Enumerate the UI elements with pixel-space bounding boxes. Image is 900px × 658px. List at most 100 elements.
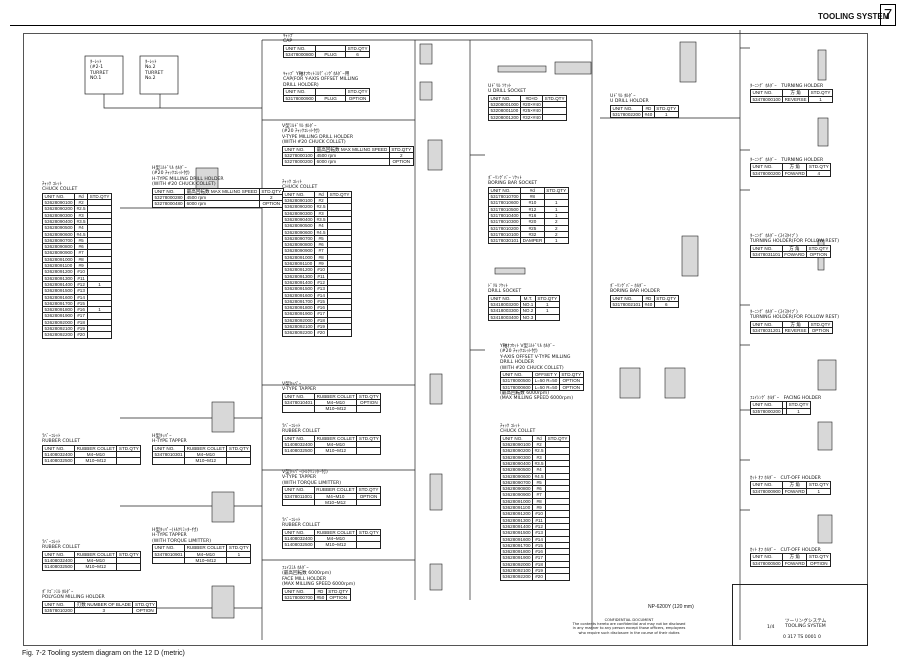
table-cell: 53178010100 bbox=[487, 230, 522, 239]
table-row: 53628091200#10 bbox=[281, 266, 352, 274]
table-cell bbox=[327, 316, 352, 325]
table-row: 53208001200#32×#40 bbox=[487, 113, 568, 122]
table-cell: 53478010901 bbox=[151, 550, 186, 558]
v-milling-label: V型ﾐﾙﾄﾞﾘﾙ ﾎﾙﾀﾞｰ (#20 ﾁｬｯｸｺﾚｯﾄ付) V-TYPE MI… bbox=[282, 124, 354, 146]
column-header: RUBBER COLLET bbox=[314, 392, 358, 401]
column-header: RUBBER COLLET bbox=[74, 550, 118, 559]
boring-holder-label: ﾎﾞｰﾘﾝｸﾞﾊﾞｰ ﾎﾙﾀﾞｰ BORING BAR HOLDER bbox=[610, 284, 660, 295]
table-cell: 1 bbox=[808, 95, 833, 104]
table-row: 53628091700#15 bbox=[499, 541, 570, 550]
table-cell bbox=[545, 478, 570, 487]
table-cell: M4~M10 bbox=[184, 550, 228, 558]
table-cell: #25×#40 bbox=[520, 107, 544, 115]
table-cell: 53628090800 bbox=[41, 243, 76, 251]
column-header: STD.QTY bbox=[545, 434, 570, 443]
table-cell: 53628092000 bbox=[499, 560, 534, 569]
table-cell: 1 bbox=[534, 301, 560, 309]
table-cell: 53628090700 bbox=[41, 236, 76, 245]
table-cell bbox=[545, 472, 570, 480]
table-cell: M4~M10 bbox=[313, 492, 358, 500]
table-cell bbox=[545, 441, 570, 449]
table-cell: 53178030101 bbox=[487, 237, 522, 245]
table-cell bbox=[87, 325, 112, 333]
table-cell: 53628092000 bbox=[281, 316, 316, 325]
table-row: 53628091900#17 bbox=[41, 312, 112, 320]
table-cell: 53628091400 bbox=[499, 522, 534, 531]
table-cell: OPTION bbox=[806, 251, 831, 259]
table-cell: #4.5 bbox=[314, 228, 329, 236]
model-label: NP-6200Y (120 mm) bbox=[648, 604, 694, 610]
table-cell bbox=[545, 485, 570, 493]
table-cell: 53178002200 bbox=[609, 111, 644, 119]
table-cell bbox=[151, 457, 186, 465]
boring-socket-label: ﾎﾞｰﾘﾝｸﾞﾊﾞｰ ｿｹｯﾄ BORING BAR SOCKET bbox=[488, 176, 538, 187]
table-cell bbox=[782, 407, 788, 416]
column-header: STD.QTY bbox=[653, 294, 679, 303]
table-cell: #3.5 bbox=[532, 459, 547, 468]
h-milling-block: H型ﾐﾙﾄﾞﾘﾙ ﾎﾙﾀﾞｰ (#20 ﾁｬｯｸｺﾚｯﾄ付) H-TYPE MI… bbox=[151, 166, 284, 208]
turret-2-label: ﾀｰﾚｯﾄ No.2 TURRET No.2 bbox=[145, 60, 164, 82]
table-row: 53628092200#20 bbox=[281, 329, 352, 337]
table-cell: M10~M12 bbox=[184, 457, 228, 465]
table-cell: #3.5 bbox=[74, 217, 89, 226]
column-header: STD.QTY bbox=[116, 444, 142, 453]
table-cell: 53628091000 bbox=[499, 497, 534, 506]
table-row: 53628092100#19 bbox=[41, 325, 112, 333]
table-row: 53628092000#18 bbox=[41, 318, 112, 327]
table-cell: 53178010400 bbox=[487, 211, 522, 220]
table-cell bbox=[542, 107, 568, 115]
table-cell: 3 bbox=[74, 607, 134, 615]
table-cell: 53628092100 bbox=[499, 567, 534, 575]
table-row: 53628092200#20 bbox=[41, 331, 112, 339]
column-header: STD.QTY bbox=[806, 481, 832, 489]
turning2-label: ﾀｰﾆﾝｸﾞ ﾎﾙﾀﾞｰ TURNING HOLDER bbox=[750, 158, 824, 163]
table-row: 53628090300#3 bbox=[499, 453, 570, 462]
table-cell bbox=[542, 101, 568, 109]
column-header: STD.QTY bbox=[806, 163, 832, 171]
table-cell: 51408032500 bbox=[281, 541, 316, 549]
table-row: M10~M12 bbox=[282, 498, 381, 507]
table-cell: L=50 R=50 bbox=[532, 377, 560, 385]
column-header: 方 角 bbox=[781, 244, 808, 253]
table-cell bbox=[327, 329, 352, 337]
table-cell bbox=[282, 498, 315, 507]
table-row: 53628090500#4 bbox=[499, 466, 570, 474]
table-row: 53628091100#9 bbox=[41, 262, 112, 270]
column-header: 方 角 bbox=[782, 89, 810, 97]
table-cell: 53628090100 bbox=[41, 199, 76, 207]
table-cell: 51408032400 bbox=[281, 535, 316, 543]
table-cell: 53628090500 bbox=[499, 466, 534, 474]
turning3-block: ﾀｰﾆﾝｸﾞ ﾎﾙﾀﾞｰ (ｽｲｽﾀｲﾌﾟ) TURNING HOLDER(FO… bbox=[750, 234, 839, 259]
column-header: UNIT NO. bbox=[487, 294, 522, 303]
polygon-label: ﾎﾟﾘｺﾞﾝﾐﾙ ﾎﾙﾀﾞｰ POLYGON MILLING HOLDER bbox=[42, 590, 105, 601]
table-cell: 53478000500 bbox=[749, 559, 784, 568]
table-cell bbox=[545, 447, 570, 455]
polygon-holder-icon bbox=[211, 585, 235, 619]
table-cell: 53628091700 bbox=[281, 297, 316, 306]
table-cell: 53628090600 bbox=[41, 230, 76, 238]
h-tapper-label: H型ﾀｯﾊﾟｰ H-TYPE TAPPER bbox=[152, 434, 187, 445]
column-header: UNIT NO. bbox=[487, 186, 522, 195]
